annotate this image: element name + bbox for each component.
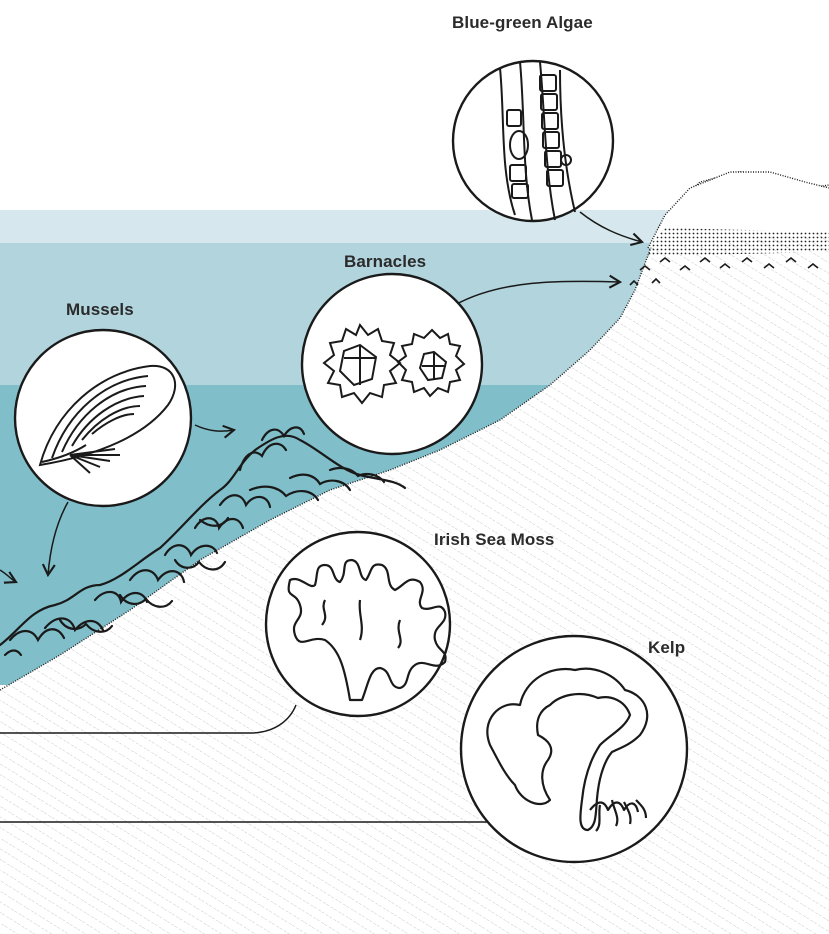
- algae-stipple-band: [648, 228, 829, 256]
- irish-sea-moss-icon: [266, 532, 450, 716]
- barnacles-icon: [302, 274, 482, 454]
- mussels-icon: [15, 330, 191, 506]
- blue-green-algae-icon: [453, 61, 613, 221]
- kelp-icon: [461, 636, 687, 862]
- label-mussels: Mussels: [66, 300, 134, 320]
- label-barnacles: Barnacles: [344, 252, 426, 272]
- label-blue-green-algae: Blue-green Algae: [452, 13, 593, 33]
- label-kelp: Kelp: [648, 638, 685, 658]
- label-irish-sea-moss: Irish Sea Moss: [434, 530, 554, 550]
